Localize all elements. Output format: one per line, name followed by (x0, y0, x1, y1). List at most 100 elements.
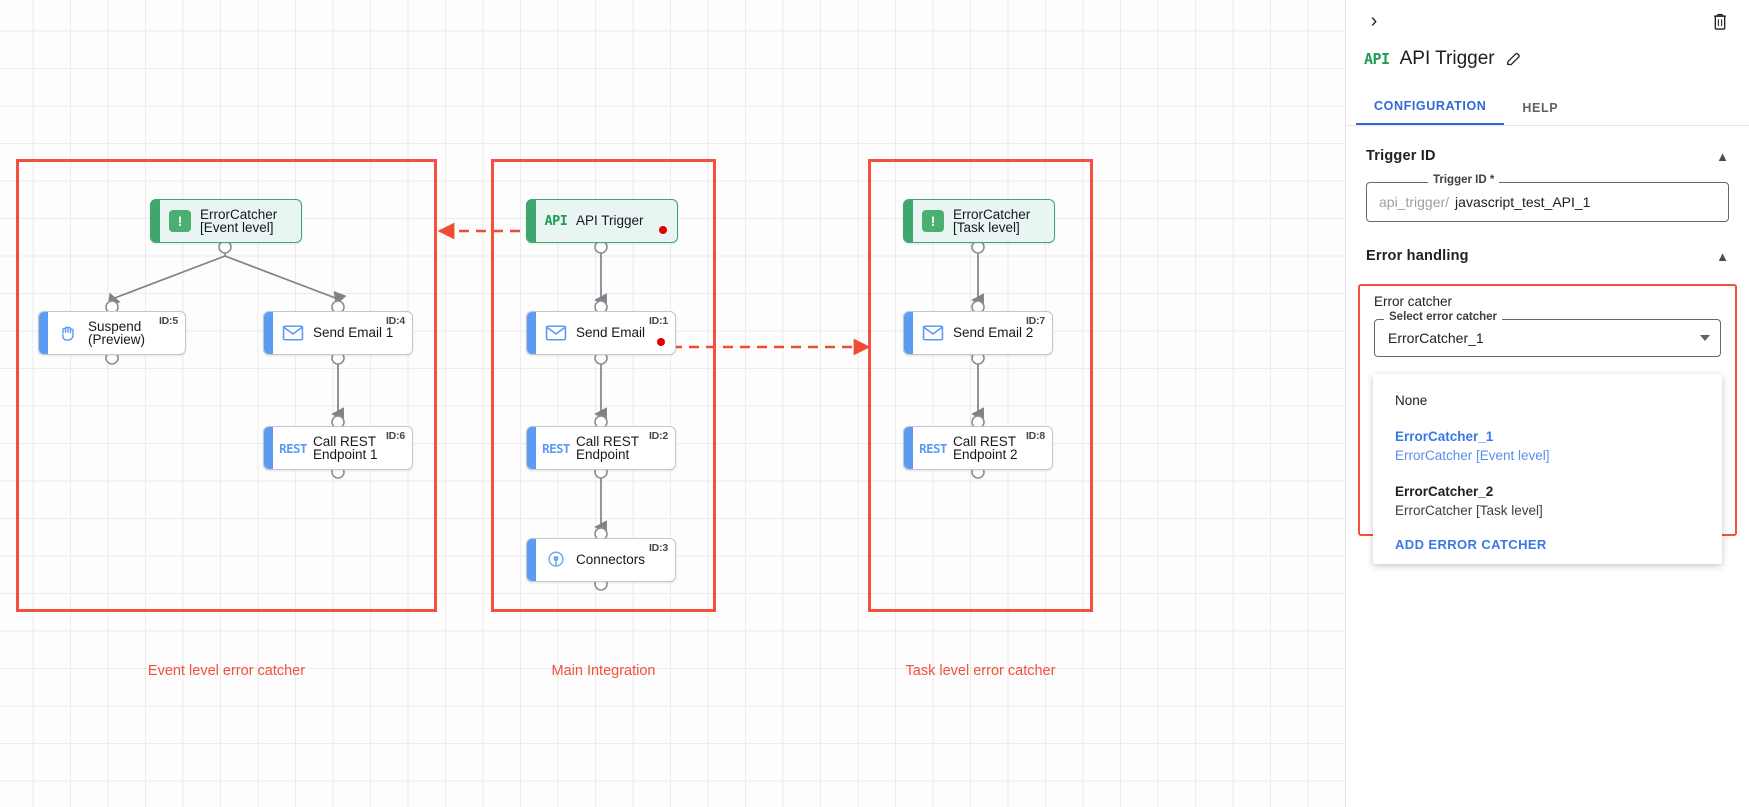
menu-item-errorcatcher-2[interactable]: ErrorCatcher_2 ErrorCatcher [Task level] (1373, 470, 1722, 525)
envelope-icon (273, 324, 313, 342)
menu-item-primary: ErrorCatcher_1 (1395, 429, 1494, 444)
api-icon: API (1364, 50, 1390, 68)
error-status-dot (657, 338, 665, 346)
node-id: ID:1 (648, 315, 668, 327)
error-catcher-dropdown-menu[interactable]: None ErrorCatcher_1 ErrorCatcher [Event … (1373, 374, 1722, 564)
node-label: ErrorCatcher [Task level] (953, 206, 1031, 235)
trigger-id-field-wrap: Trigger ID * api_trigger/ javascript_tes… (1366, 174, 1729, 222)
node-send-email-2[interactable]: Send Email 2 ID:7 (903, 311, 1053, 355)
menu-item-primary: ErrorCatcher_2 (1395, 484, 1494, 499)
rest-glyph: REST (542, 440, 570, 456)
error-status-dot (659, 226, 667, 234)
connectors-icon (536, 550, 576, 570)
node-id: ID:4 (385, 315, 405, 327)
menu-item-secondary: ErrorCatcher [Task level] (1395, 503, 1543, 518)
node-accent-bar (527, 427, 536, 469)
node-accent-bar (264, 427, 273, 469)
error-catcher-select-value: ErrorCatcher_1 (1388, 330, 1484, 346)
node-error-catcher-event-level[interactable]: ! ErrorCatcher [Event level] (150, 199, 302, 243)
details-panel: › API API Trigger CONFIGURATION HEL (1345, 0, 1749, 807)
menu-item-none[interactable]: None (1373, 386, 1722, 415)
section-title: Error handling (1366, 248, 1469, 264)
group-caption-task-level: Task level error catcher (905, 663, 1056, 679)
error-catcher-label: Error catcher (1374, 294, 1453, 309)
node-id: ID:8 (1025, 430, 1045, 442)
chevron-down-icon[interactable] (1700, 335, 1710, 341)
panel-title-row: API API Trigger (1346, 42, 1749, 76)
envelope-icon (913, 324, 953, 342)
node-label: Send Email 2 (953, 325, 1034, 341)
section-title: Trigger ID (1366, 148, 1436, 164)
error-catcher-select-wrap: Select error catcher ErrorCatcher_1 (1374, 311, 1721, 357)
node-call-rest-endpoint-1[interactable]: REST Call REST Endpoint 1 ID:6 (263, 426, 413, 470)
group-caption-event-level: Event level error catcher (147, 663, 306, 679)
node-accent-bar (264, 312, 273, 354)
node-label: Send Email 1 (313, 325, 394, 341)
node-error-catcher-task-level[interactable]: ! ErrorCatcher [Task level] (903, 199, 1055, 243)
error-catcher-select[interactable]: ErrorCatcher_1 (1374, 319, 1721, 357)
edit-pencil-icon[interactable] (1505, 50, 1523, 68)
node-label: API Trigger (576, 213, 644, 229)
node-label: ErrorCatcher [Event level] (200, 206, 278, 235)
node-connectors[interactable]: Connectors ID:3 (526, 538, 676, 582)
select-float-label: Select error catcher (1384, 311, 1503, 323)
trigger-id-prefix: api_trigger/ (1379, 194, 1450, 210)
node-label: Call REST Endpoint (576, 433, 640, 462)
node-label: Call REST Endpoint 2 (953, 433, 1018, 462)
node-accent-bar (527, 200, 536, 242)
tab-help[interactable]: HELP (1522, 101, 1559, 115)
node-id: ID:5 (158, 315, 178, 327)
panel-tabs: CONFIGURATION HELP (1346, 88, 1749, 126)
node-send-email[interactable]: Send Email ID:1 (526, 311, 676, 355)
node-id: ID:6 (385, 430, 405, 442)
rest-glyph: REST (919, 440, 947, 456)
workflow-canvas[interactable]: Event level error catcher Main Integrati… (0, 0, 1345, 807)
trigger-id-field-label: Trigger ID * (1428, 174, 1500, 186)
trigger-id-input[interactable]: api_trigger/ javascript_test_API_1 (1366, 182, 1729, 222)
menu-item-errorcatcher-1[interactable]: ErrorCatcher_1 ErrorCatcher [Event level… (1373, 415, 1722, 470)
hand-suspend-icon (48, 323, 88, 343)
node-api-trigger[interactable]: API API Trigger (526, 199, 678, 243)
node-accent-bar (151, 200, 160, 242)
node-suspend-preview[interactable]: Suspend (Preview) ID:5 (38, 311, 186, 355)
node-send-email-1[interactable]: Send Email 1 ID:4 (263, 311, 413, 355)
api-icon: API (536, 213, 576, 229)
rest-icon: REST (913, 441, 953, 456)
node-label: Suspend (Preview) (88, 318, 146, 347)
tab-configuration[interactable]: CONFIGURATION (1356, 99, 1505, 125)
node-label: Call REST Endpoint 1 (313, 433, 378, 462)
api-glyph: API (544, 213, 568, 229)
node-accent-bar (904, 312, 913, 354)
section-error-handling-header[interactable]: Error handling ▲ (1346, 222, 1749, 274)
node-id: ID:3 (648, 542, 668, 554)
menu-item-primary: None (1395, 393, 1428, 408)
node-accent-bar (904, 200, 913, 242)
group-frame-event-level (16, 159, 437, 612)
group-frame-main-integration (491, 159, 716, 612)
delete-icon[interactable] (1707, 8, 1733, 34)
add-error-catcher-button[interactable]: ADD ERROR CATCHER (1395, 537, 1547, 552)
node-id: ID:2 (648, 430, 668, 442)
section-trigger-id-header[interactable]: Trigger ID ▲ (1346, 126, 1749, 174)
envelope-icon (536, 324, 576, 342)
rest-icon: REST (536, 441, 576, 456)
node-call-rest-endpoint-2[interactable]: REST Call REST Endpoint 2 ID:8 (903, 426, 1053, 470)
chevron-up-icon[interactable]: ▲ (1716, 248, 1729, 264)
rest-glyph: REST (279, 440, 307, 456)
node-call-rest-endpoint[interactable]: REST Call REST Endpoint ID:2 (526, 426, 676, 470)
trigger-id-value: javascript_test_API_1 (1455, 194, 1591, 210)
node-id: ID:7 (1025, 315, 1045, 327)
menu-item-secondary: ErrorCatcher [Event level] (1395, 448, 1550, 463)
panel-header: › (1346, 0, 1749, 42)
node-accent-bar (527, 312, 536, 354)
error-catcher-block: Error catcher Select error catcher Error… (1358, 284, 1737, 564)
node-label: Send Email (576, 325, 646, 341)
node-accent-bar (527, 539, 536, 581)
group-caption-main-integration: Main Integration (551, 663, 656, 679)
node-accent-bar (904, 427, 913, 469)
rest-icon: REST (273, 441, 313, 456)
error-catcher-icon: ! (913, 210, 953, 232)
chevron-up-icon[interactable]: ▲ (1716, 148, 1729, 164)
node-label: Connectors (576, 552, 646, 568)
collapse-panel-icon[interactable]: › (1370, 9, 1378, 32)
